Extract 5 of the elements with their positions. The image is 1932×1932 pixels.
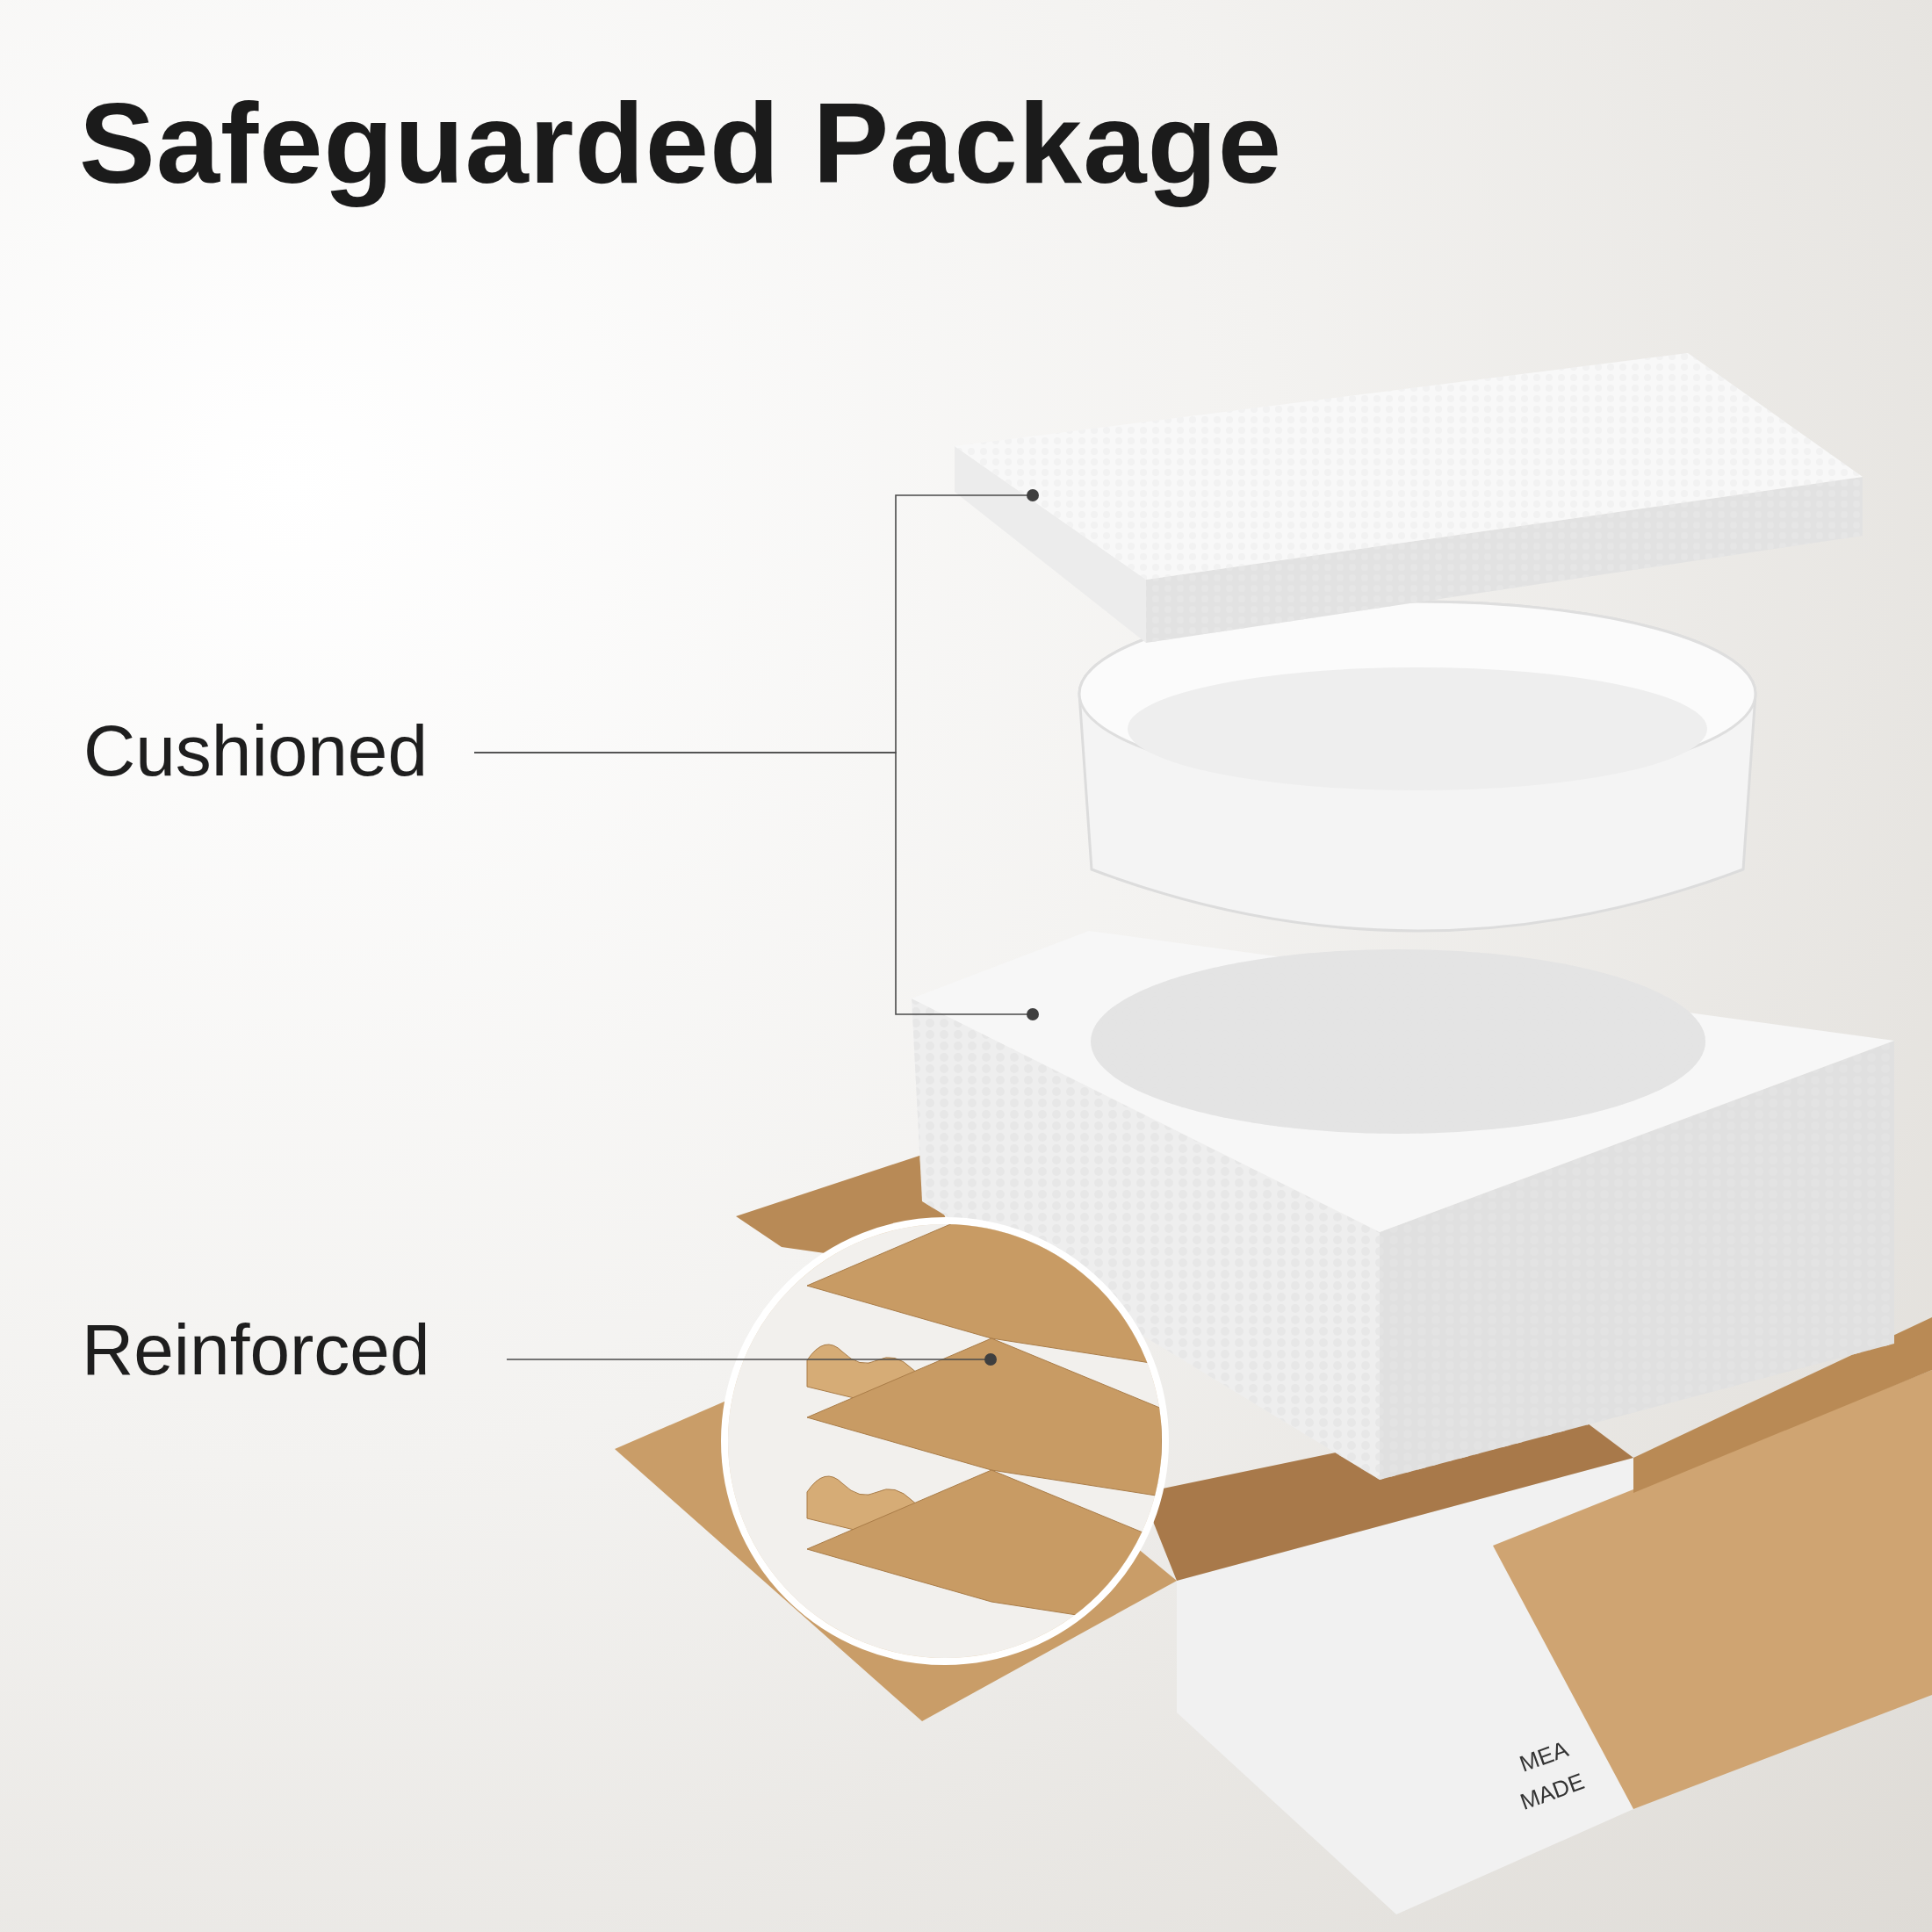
callout-label: Reinforced [82,1308,430,1391]
leader-line [473,752,1039,1020]
leader-line [506,1353,997,1366]
callout-label: Cushioned [83,710,429,792]
title: Safeguarded Package [79,78,1283,209]
